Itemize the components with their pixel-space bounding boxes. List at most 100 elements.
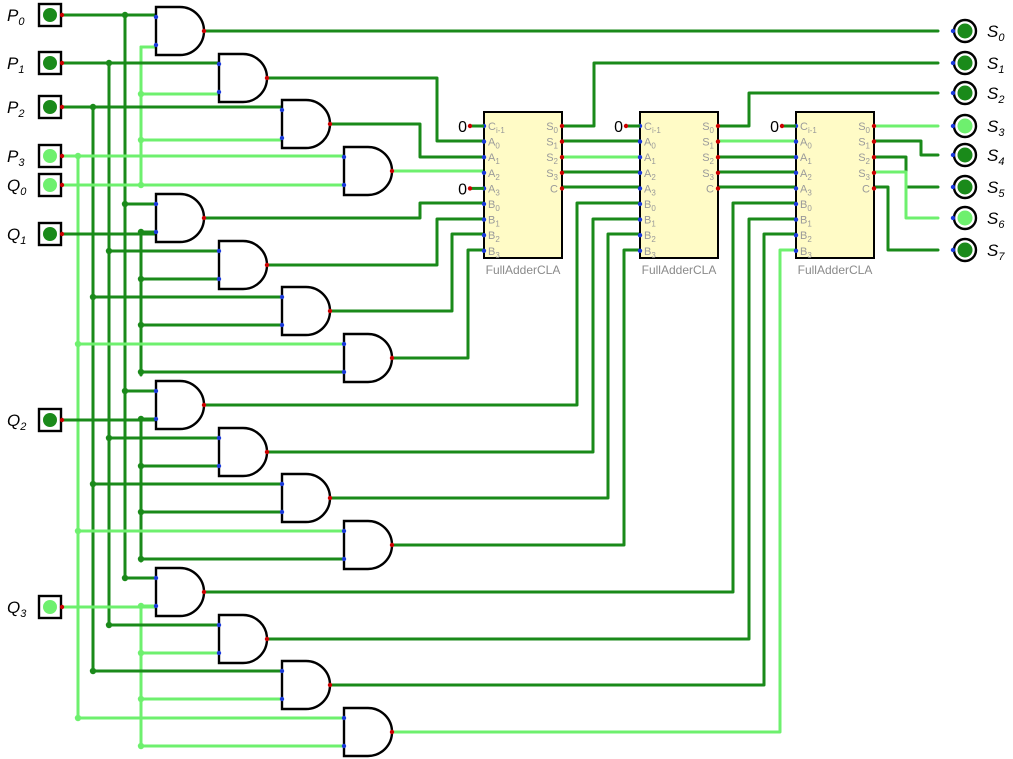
gate-input-pin bbox=[279, 294, 285, 300]
and-gate[interactable] bbox=[217, 239, 269, 291]
gate-input-pin bbox=[153, 388, 159, 394]
and-gate[interactable] bbox=[154, 192, 206, 244]
full-adder-cla-block[interactable]: Ci-1A0A1A2A3B0B1B2B3S0S1S2S3CFullAdderCL… bbox=[637, 111, 721, 277]
adder-pin-label: B2 bbox=[488, 230, 500, 244]
adder-output-pin bbox=[871, 123, 877, 129]
gate-input-pin bbox=[341, 154, 347, 160]
full-adder-cla-block[interactable]: Ci-1A0A1A2A3B0B1B2B3S0S1S2S3CFullAdderCL… bbox=[481, 111, 565, 277]
wire bbox=[389, 248, 486, 360]
input-pin-p2[interactable]: P2 bbox=[7, 94, 65, 120]
adder-input-pin bbox=[637, 201, 643, 207]
adder-pin-label: B1 bbox=[644, 215, 656, 229]
and-gate[interactable] bbox=[280, 98, 332, 150]
gate-input-pin bbox=[216, 435, 222, 441]
wire-junction bbox=[137, 742, 145, 750]
gate-input-pin bbox=[341, 556, 347, 562]
adder-pin-label: B1 bbox=[800, 215, 812, 229]
input-led bbox=[43, 178, 57, 192]
wires-layer bbox=[60, 13, 940, 749]
wire-junction bbox=[137, 228, 145, 236]
output-input-pin bbox=[950, 152, 956, 158]
wire bbox=[872, 185, 940, 252]
output-input-pin bbox=[950, 215, 956, 221]
and-gate[interactable] bbox=[217, 613, 269, 665]
junctions-layer bbox=[74, 11, 145, 750]
adder-name: FullAdderCLA bbox=[486, 263, 561, 277]
gate-input-pin bbox=[216, 276, 222, 282]
wire bbox=[872, 170, 940, 220]
input-pin-p0[interactable]: P0 bbox=[7, 2, 65, 28]
adder-pin-label: A1 bbox=[488, 152, 500, 166]
input-led bbox=[43, 413, 57, 427]
and-gate[interactable] bbox=[217, 52, 269, 104]
adder-pin-label: B3 bbox=[644, 246, 656, 260]
and-gate[interactable] bbox=[154, 5, 206, 57]
output-led bbox=[957, 210, 973, 226]
full-adder-cla-block[interactable]: Ci-1A0A1A2A3B0B1B2B3S0S1S2S3CFullAdderCL… bbox=[793, 111, 877, 277]
adder-body bbox=[483, 111, 563, 259]
output-pin-s4: S4 bbox=[950, 142, 1004, 168]
input-pin-q3[interactable]: Q3 bbox=[7, 594, 65, 620]
output-label: S7 bbox=[987, 241, 1005, 263]
gate-output-pin bbox=[201, 28, 207, 34]
and-gate[interactable] bbox=[154, 566, 206, 618]
input-pin-q2[interactable]: Q2 bbox=[7, 407, 65, 433]
wire-junction bbox=[89, 480, 97, 488]
adder-pin-label: B0 bbox=[644, 199, 656, 213]
input-label: P0 bbox=[7, 6, 25, 28]
adder-pin-label: S1 bbox=[858, 137, 870, 151]
wire-junction bbox=[137, 368, 145, 376]
adder-input-pin bbox=[637, 186, 643, 191]
gate-input-pin bbox=[279, 668, 285, 674]
adder-input-pin bbox=[481, 233, 487, 238]
and-gate[interactable] bbox=[280, 285, 332, 337]
gate-input-pin bbox=[341, 743, 347, 749]
adder-pin-label: A2 bbox=[488, 168, 500, 182]
input-pin-q1[interactable]: Q1 bbox=[7, 221, 65, 247]
output-pin-s3: S3 bbox=[950, 113, 1005, 139]
constant-pin bbox=[467, 123, 473, 129]
and-gate[interactable] bbox=[154, 379, 206, 431]
gate-output-pin bbox=[389, 168, 395, 174]
and-gate[interactable] bbox=[342, 519, 394, 571]
output-label: S3 bbox=[987, 117, 1005, 139]
output-label: S4 bbox=[987, 146, 1004, 168]
adder-input-pin bbox=[637, 139, 643, 144]
wire-junction bbox=[137, 90, 145, 98]
adder-output-pin bbox=[715, 139, 721, 144]
wire-junction bbox=[137, 555, 145, 563]
input-output-pin bbox=[59, 12, 65, 18]
gate-input-pin bbox=[279, 107, 285, 113]
adder-input-pin bbox=[793, 248, 799, 253]
input-output-pin bbox=[59, 60, 65, 66]
adder-pin-label: B0 bbox=[488, 199, 500, 213]
and-gate[interactable] bbox=[342, 706, 394, 758]
and-gate[interactable] bbox=[217, 426, 269, 478]
adder-output-pin bbox=[871, 139, 877, 144]
adder-pin-label: Ci-1 bbox=[800, 121, 817, 135]
wire-junction bbox=[105, 247, 113, 255]
adder-pin-label: S0 bbox=[702, 121, 714, 135]
output-pin-s6: S6 bbox=[950, 205, 1005, 231]
wire bbox=[872, 139, 940, 157]
wire-junction bbox=[105, 59, 113, 67]
adder-pin-label: C bbox=[550, 183, 558, 195]
adder-input-pin bbox=[637, 217, 643, 222]
gate-input-pin bbox=[216, 463, 222, 469]
gate-output-pin bbox=[327, 121, 333, 127]
constant-zero: 0 bbox=[614, 119, 623, 136]
wire-junction bbox=[121, 11, 129, 19]
and-gate[interactable] bbox=[342, 145, 394, 197]
wire-junction bbox=[137, 181, 145, 189]
adder-pin-label: B3 bbox=[488, 246, 500, 260]
output-pin-s0: S0 bbox=[950, 18, 1005, 44]
input-pin-p3[interactable]: P3 bbox=[7, 143, 65, 169]
input-pin-p1[interactable]: P1 bbox=[7, 50, 65, 76]
and-gate[interactable] bbox=[342, 332, 394, 384]
adder-pin-label: Ci-1 bbox=[644, 121, 661, 135]
input-output-pin bbox=[59, 182, 65, 188]
input-pin-q0[interactable]: Q0 bbox=[7, 172, 65, 198]
and-gate[interactable] bbox=[280, 472, 332, 524]
and-gate[interactable] bbox=[280, 659, 332, 711]
